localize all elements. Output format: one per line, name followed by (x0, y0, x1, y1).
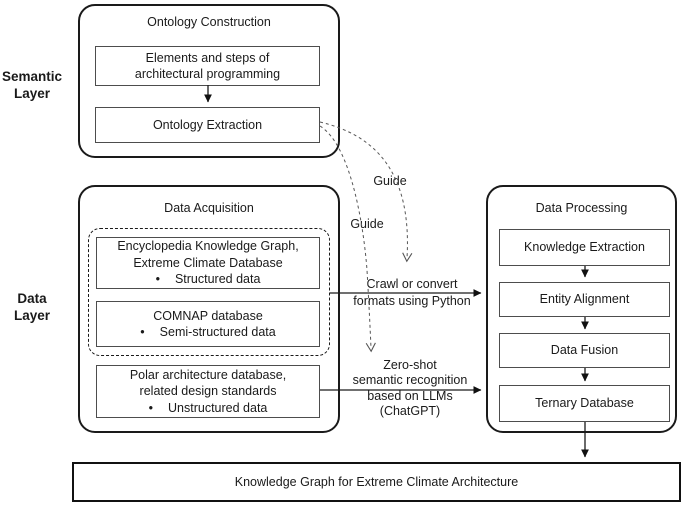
elements-steps-box: Elements and steps of architectural prog… (95, 46, 320, 86)
data-processing-title: Data Processing (535, 201, 628, 215)
encyclopedia-line2: Extreme Climate Database (133, 255, 283, 270)
knowledge-extraction-box: Knowledge Extraction (499, 229, 670, 266)
knowledge-extraction-label: Knowledge Extraction (524, 240, 645, 255)
knowledge-graph-output-box: Knowledge Graph for Extreme Climate Arch… (72, 462, 681, 502)
ternary-database-box: Ternary Database (499, 385, 670, 422)
entity-alignment-label: Entity Alignment (539, 292, 630, 307)
comnap-bullet-label: Semi-structured data (159, 325, 276, 339)
data-layer-line2: Layer (13, 307, 51, 323)
ontology-extraction-box: Ontology Extraction (95, 107, 320, 143)
polar-bullet-label: Unstructured data (168, 400, 268, 415)
zeroshot-edge-label: Zero-shot semantic recognition based on … (335, 358, 485, 419)
crawl-line2: formats using Python (353, 293, 471, 308)
zeroshot-line2: semantic recognition (352, 373, 468, 388)
zeroshot-line1: Zero-shot (383, 358, 437, 372)
semantic-layer-line2: Layer (13, 85, 51, 101)
ternary-database-label: Ternary Database (535, 396, 634, 411)
entity-alignment-box: Entity Alignment (499, 282, 670, 317)
data-layer-label: Data Layer (0, 291, 64, 324)
zeroshot-line3: based on LLMs (367, 388, 453, 403)
crawl-line1: Crawl or convert (366, 277, 458, 291)
guide-label-upper: Guide (373, 174, 407, 188)
elements-steps-line2: architectural programming (134, 67, 281, 81)
data-acquisition-title: Data Acquisition (164, 201, 254, 215)
semantic-layer-label: Semantic Layer (0, 69, 64, 102)
ontology-construction-title: Ontology Construction (147, 15, 271, 29)
comnap-line1: COMNAP database (153, 308, 263, 323)
data-fusion-box: Data Fusion (499, 333, 670, 368)
elements-steps-line1: Elements and steps of (145, 50, 270, 65)
data-fusion-label: Data Fusion (550, 343, 619, 358)
data-layer-line1: Data (17, 291, 47, 306)
comnap-bullet-row: • Semi-structured data (140, 324, 275, 341)
polar-line2: related design standards (139, 384, 277, 399)
polar-line1: Polar architecture database, (129, 367, 287, 382)
bullet-icon: • (148, 400, 154, 415)
bullet-icon: • (140, 325, 145, 339)
guide-label-lower: Guide (350, 217, 384, 231)
encyclopedia-database-box: Encyclopedia Knowledge Graph, Extreme Cl… (96, 237, 320, 289)
zeroshot-line4: (ChatGPT) (379, 403, 441, 418)
polar-bullet-row: • Unstructured data (149, 400, 268, 417)
polar-database-box: Polar architecture database, related des… (96, 365, 320, 418)
encyclopedia-line1: Encyclopedia Knowledge Graph, (117, 239, 299, 254)
encyclopedia-bullet-label: Structured data (174, 272, 261, 287)
encyclopedia-bullet-row: • Structured data (156, 271, 261, 288)
semantic-layer-line1: Semantic (1, 69, 63, 84)
knowledge-graph-output-label: Knowledge Graph for Extreme Climate Arch… (234, 475, 519, 489)
ontology-extraction-label: Ontology Extraction (152, 117, 263, 132)
bullet-icon: • (155, 272, 160, 287)
crawl-convert-edge-label: Crawl or convert formats using Python (337, 276, 487, 309)
comnap-database-box: COMNAP database • Semi-structured data (96, 301, 320, 347)
